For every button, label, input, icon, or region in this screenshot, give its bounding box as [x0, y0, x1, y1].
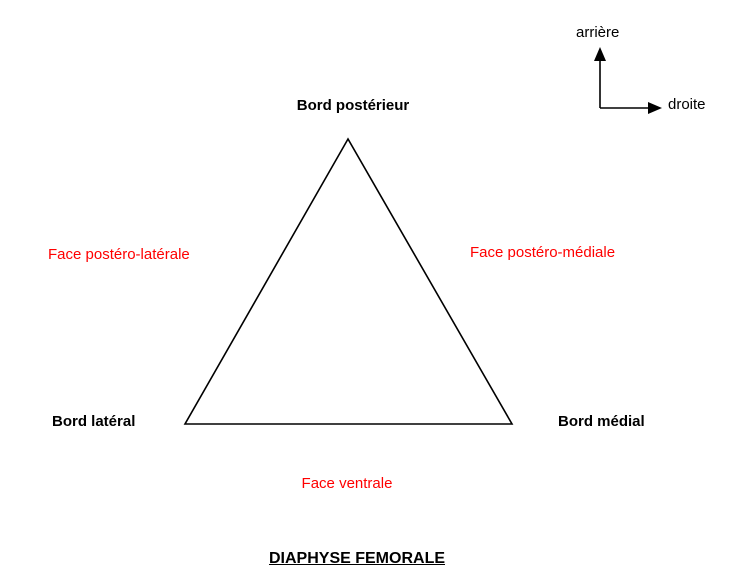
axis-label-arriere: arrière — [576, 24, 620, 41]
face-label-postero-laterale: Face postéro-latérale — [48, 246, 190, 263]
diagram-title: DIAPHYSE FEMORALE — [268, 550, 446, 567]
right-arrow-icon — [648, 102, 662, 114]
triangle-outline — [183, 137, 514, 425]
border-label-posterieur: Bord postérieur — [296, 97, 410, 114]
face-label-ventrale: Face ventrale — [301, 475, 393, 492]
up-arrow-icon — [594, 47, 606, 61]
face-label-postero-mediale: Face postéro-médiale — [470, 244, 616, 261]
border-label-lateral: Bord latéral — [52, 413, 136, 430]
border-label-medial: Bord médial — [558, 413, 645, 430]
axis-label-droite: droite — [668, 96, 706, 113]
